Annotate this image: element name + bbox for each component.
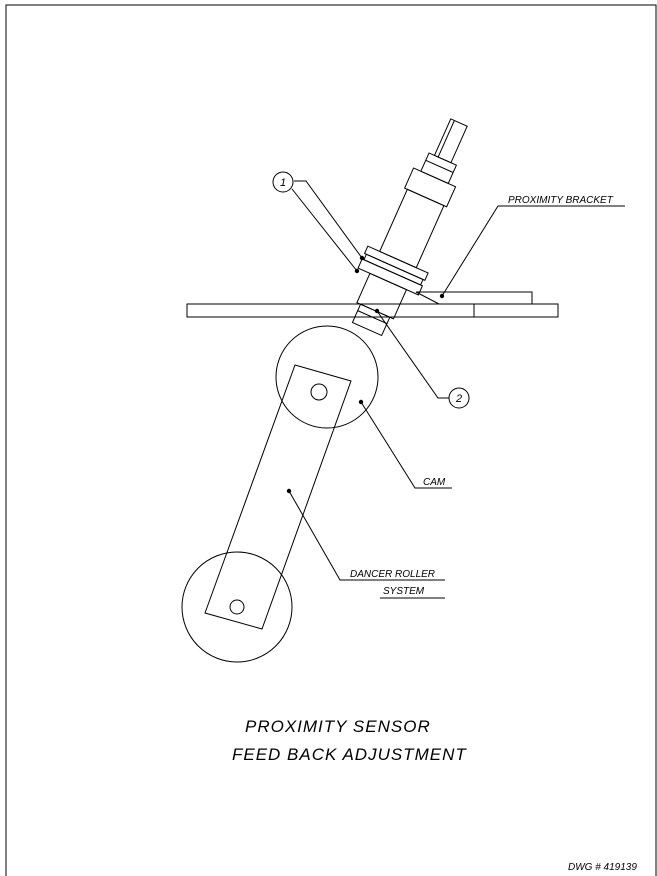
callout-number-1: 1 xyxy=(280,177,286,189)
cam-hole xyxy=(310,383,328,401)
drawing-title-line2: FEED BACK ADJUSTMENT xyxy=(232,745,467,764)
leader-1b xyxy=(291,188,358,272)
mounting-plate xyxy=(186,291,559,318)
leader-2 xyxy=(376,310,449,399)
proximity-sensor xyxy=(351,118,468,337)
leader-dancer-roller xyxy=(288,490,445,581)
drawing-border xyxy=(5,4,657,876)
leader-1a xyxy=(294,180,363,259)
leader-cam xyxy=(360,401,452,489)
drawing-title-line1: PROXIMITY SENSOR xyxy=(245,717,431,736)
leader-proximity-bracket xyxy=(441,205,625,297)
leader-dot xyxy=(358,399,364,405)
drawing-number: DWG # 419139 xyxy=(568,862,637,873)
callout-bubble-1 xyxy=(272,171,294,193)
roller-circle xyxy=(181,551,293,663)
leader-dot xyxy=(439,293,445,299)
dancer-arm xyxy=(204,364,352,630)
leader-dot xyxy=(354,268,360,274)
callout-bubble-2 xyxy=(448,387,470,409)
callout-number-2: 2 xyxy=(455,393,462,405)
label-dancer-roller-line2: SYSTEM xyxy=(383,586,425,597)
leader-dot xyxy=(374,308,380,314)
label-dancer-roller-line1: DANCER ROLLER xyxy=(350,569,435,580)
label-proximity-bracket: PROXIMITY BRACKET xyxy=(508,195,614,206)
leader-dot xyxy=(359,255,365,261)
roller-hole xyxy=(229,599,245,615)
label-cam: CAM xyxy=(423,477,446,488)
leader-dot xyxy=(286,488,292,494)
cam-circle xyxy=(275,325,379,429)
